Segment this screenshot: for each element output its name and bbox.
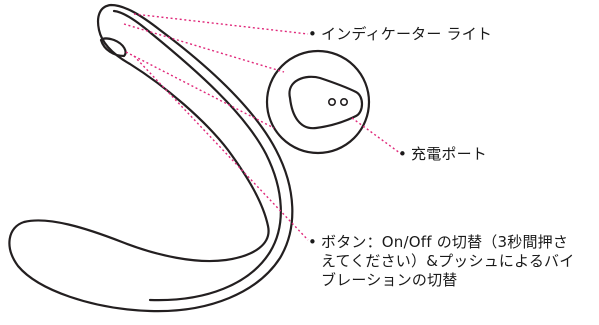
charging-port-pin-left	[327, 98, 336, 107]
device-outline	[8, 3, 294, 313]
leader-charging-port	[351, 117, 405, 157]
leader-zoom-bottom	[125, 51, 275, 129]
label-button-line-2: えてください）&プッシュによるバイ	[321, 252, 575, 270]
leader-indicator-light	[133, 13, 309, 35]
device-inner-edge	[112, 9, 282, 302]
bullet-indicator-light: •	[308, 25, 318, 43]
charging-port-bulb-outline	[288, 75, 364, 130]
callout-button: •ボタン：On/Off の切替（3秒間押さ えてください）&プッシュによるバイ …	[308, 233, 596, 290]
bullet-button: •	[308, 233, 318, 251]
leader-zoom-top	[123, 23, 285, 73]
bullet-charging-port: •	[398, 145, 408, 163]
callout-charging-port: •充電ポート	[398, 145, 487, 164]
device-tip	[99, 37, 127, 58]
label-button-line-1: ボタン：On/Off の切替（3秒間押さ	[321, 233, 569, 251]
callout-indicator-light: •インディケーター ライト	[308, 25, 492, 44]
label-button-line-3: ブレーションの切替	[321, 271, 458, 289]
charging-port-pin-right	[339, 98, 348, 107]
charging-port-zoom-circle	[265, 49, 371, 155]
leader-button	[133, 55, 309, 241]
label-charging-port: 充電ポート	[411, 145, 488, 163]
label-indicator-light: インディケーター ライト	[321, 25, 493, 43]
